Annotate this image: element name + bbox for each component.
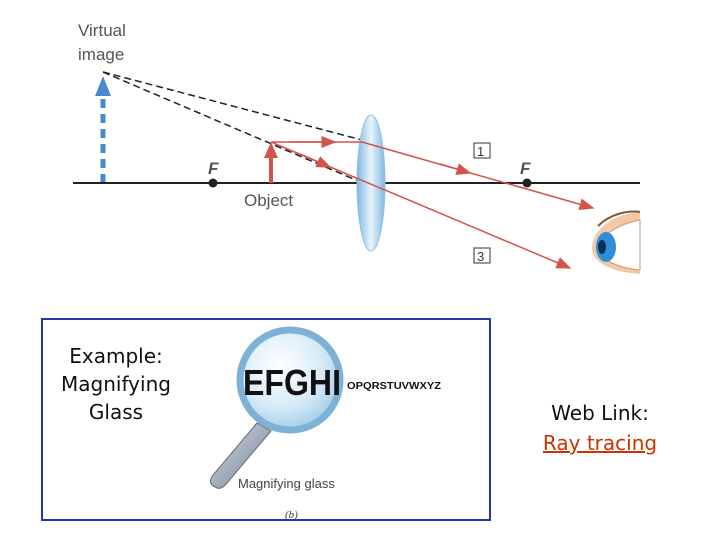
converging-lens xyxy=(356,114,386,252)
web-link-prefix: Web Link: xyxy=(551,401,649,425)
ray-3-number: 3 xyxy=(477,249,484,264)
focal-label-right: F xyxy=(520,159,531,178)
illustration-caption: Magnifying glass xyxy=(238,476,335,491)
web-link-block: Web Link: Ray tracing xyxy=(520,398,680,458)
virtual-image-arrowhead xyxy=(95,76,111,96)
virtual-image-label-line2: image xyxy=(78,45,124,64)
example-caption: Example: Magnifying Glass xyxy=(46,342,186,426)
object-arrowhead xyxy=(264,142,278,158)
ray-1-refracted xyxy=(361,141,595,211)
example-caption-line3: Glass xyxy=(88,400,144,424)
focal-point-right xyxy=(522,178,532,188)
ray-3-box xyxy=(473,247,491,264)
ray-diagram: F F Object 1 3 Virtual image xyxy=(73,21,641,274)
illustration-panel-label: (b) xyxy=(285,509,298,520)
virtual-ray-1 xyxy=(102,71,363,141)
example-caption-line2: Magnifying xyxy=(61,372,171,396)
ray-3-mid-arrow xyxy=(299,153,332,168)
object-label: Object xyxy=(244,191,293,210)
small-text: OPQRSTUVWXYZ xyxy=(347,381,441,392)
ray-1-mid-arrow xyxy=(439,163,472,175)
magnified-text: EFGHI xyxy=(243,362,341,403)
focal-point-left xyxy=(208,178,218,188)
ray-1-number: 1 xyxy=(477,144,484,159)
ray-tracing-link[interactable]: Ray tracing xyxy=(542,431,658,455)
virtual-image-label-line1: Virtual xyxy=(78,21,126,40)
virtual-ray-2 xyxy=(102,71,371,187)
focal-label-left: F xyxy=(208,159,219,178)
example-caption-line1: Example: xyxy=(69,344,163,368)
eye-icon xyxy=(592,210,641,274)
ray-1-box xyxy=(473,142,491,159)
magnifying-glass-illustration: EFGHI OPQRSTUVWXYZ Magnifying glass (b) xyxy=(209,326,441,520)
